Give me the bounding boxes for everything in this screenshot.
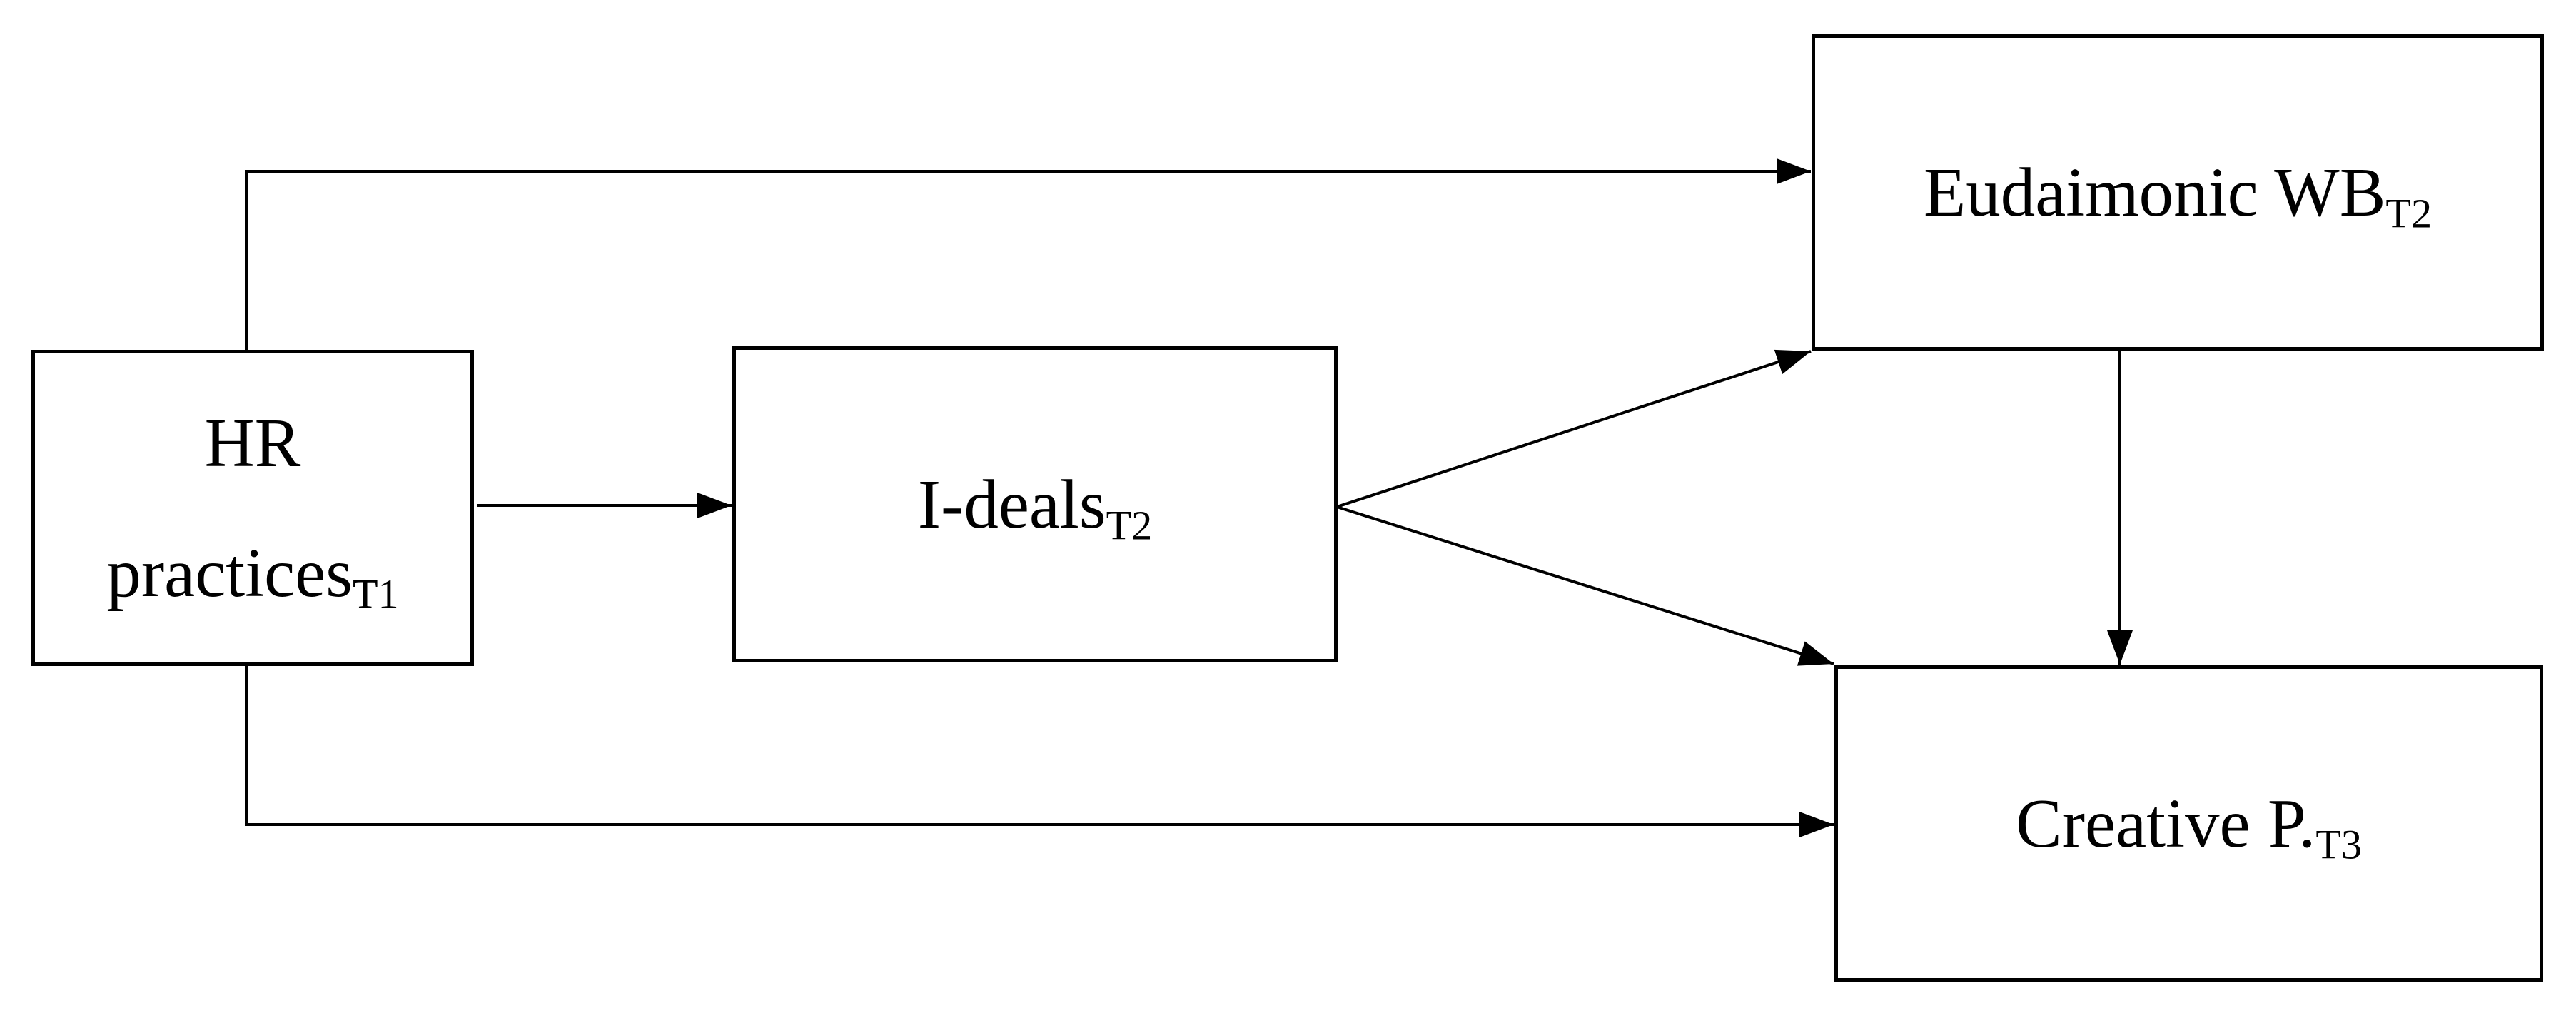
- node-creative-performance-row: Creative P.T3: [2016, 780, 2362, 867]
- node-hr-practices-line2: practicesT1: [106, 530, 398, 616]
- node-i-deals-row: I-dealsT2: [918, 461, 1153, 548]
- arrow-ideals-to-eudaimonic: [1336, 349, 1812, 508]
- node-creative-performance: Creative P.T3: [1834, 665, 2543, 982]
- node-hr-practices: HR practicesT1: [31, 350, 474, 666]
- node-eudaimonic-wb-subscript: T2: [2385, 190, 2433, 237]
- node-eudaimonic-wb-row: Eudaimonic WBT2: [1924, 149, 2432, 236]
- arrow-hr-to-eudaimonic: [245, 158, 1811, 350]
- node-i-deals-subscript: T2: [1106, 502, 1153, 549]
- node-i-deals-label: I-deals: [917, 465, 1106, 543]
- node-creative-performance-label: Creative P.: [2016, 785, 2316, 862]
- node-hr-practices-label: practices: [106, 534, 353, 611]
- node-eudaimonic-wb-label: Eudaimonic WB: [1923, 153, 2386, 231]
- node-eudaimonic-wb: Eudaimonic WBT2: [1812, 34, 2544, 351]
- node-i-deals: I-dealsT2: [732, 346, 1338, 662]
- node-hr-practices-subscript: T1: [353, 570, 399, 617]
- node-hr-practices-line1: HR: [204, 405, 301, 482]
- arrow-hr-to-creative: [245, 665, 1834, 837]
- node-creative-performance-subscript: T3: [2315, 821, 2362, 868]
- arrow-ideals-to-creative: [1336, 505, 1834, 666]
